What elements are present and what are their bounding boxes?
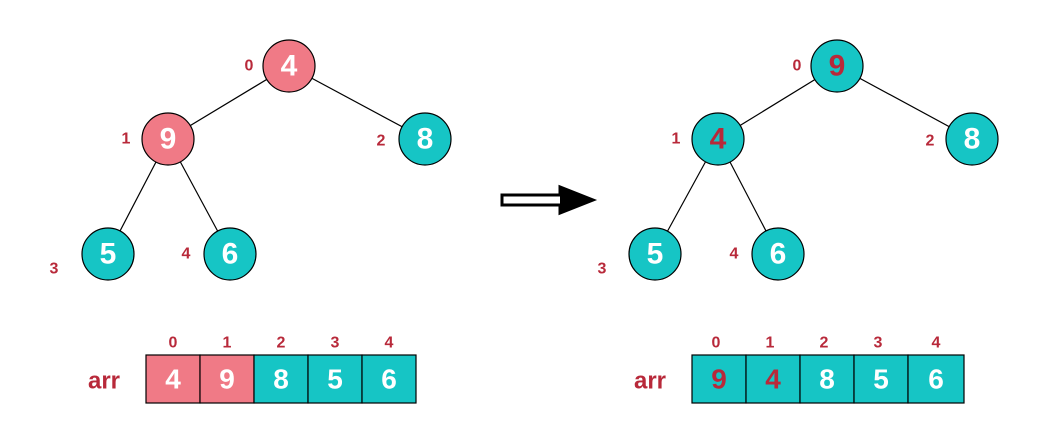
array-index-label: 4 (385, 335, 394, 352)
array-cell (145, 354, 201, 404)
node-index-label: 4 (730, 246, 739, 263)
array-cell (199, 354, 255, 404)
array-index-label: 0 (169, 335, 178, 352)
array-index-label: 2 (277, 335, 286, 352)
node-circle (628, 227, 682, 281)
array-index-label: 3 (874, 335, 883, 352)
node-circle (203, 227, 257, 281)
tree-node-3: 5 3 (50, 227, 135, 281)
tree-node-1: 9 1 (122, 112, 195, 166)
array-label: arr (88, 368, 120, 395)
node-circle (691, 112, 745, 166)
node-index-label: 1 (672, 131, 681, 148)
node-index-label: 0 (245, 58, 254, 75)
array-cell-value: 6 (928, 364, 944, 395)
array-cell-value: 9 (219, 364, 235, 395)
tree-node-2: 8 2 (377, 112, 452, 166)
array-cell-value: 6 (381, 364, 397, 395)
node-index-label: 1 (122, 131, 131, 148)
left-tree: 4 0 9 1 8 2 5 3 6 4 (50, 39, 452, 281)
node-index-label: 3 (598, 261, 607, 278)
tree-node-4: 6 4 (730, 227, 805, 281)
node-circle (262, 39, 316, 93)
array-index-label: 4 (932, 335, 941, 352)
array-cell (253, 354, 309, 404)
node-value: 9 (829, 50, 846, 83)
node-circle (398, 112, 452, 166)
node-circle (751, 227, 805, 281)
array-cell-value: 4 (765, 364, 781, 395)
array-index-label: 2 (820, 335, 829, 352)
node-index-label: 4 (182, 246, 191, 263)
array-cell (307, 354, 363, 404)
array-cell-value: 8 (273, 364, 289, 395)
array-cell-value: 5 (327, 364, 343, 395)
node-value: 8 (964, 123, 981, 156)
node-index-label: 3 (50, 261, 59, 278)
node-circle (945, 112, 999, 166)
array-index-label: 3 (331, 335, 340, 352)
node-value: 4 (710, 123, 727, 156)
left-array: arr 0 1 2 3 4 4 9 8 5 6 (88, 335, 417, 404)
node-value: 6 (770, 238, 787, 271)
array-index-label: 1 (223, 335, 232, 352)
array-cell-value: 5 (873, 364, 889, 395)
node-circle (810, 39, 864, 93)
array-cell (745, 354, 801, 404)
array-cell-value: 4 (165, 364, 181, 395)
node-index-label: 0 (793, 58, 802, 75)
array-cell-value: 8 (819, 364, 835, 395)
array-cell (853, 354, 909, 404)
array-label: arr (634, 368, 666, 395)
node-value: 6 (222, 238, 239, 271)
node-circle (81, 227, 135, 281)
node-value: 4 (281, 50, 298, 83)
array-cell (361, 354, 417, 404)
array-cell (799, 354, 855, 404)
right-array: arr 0 1 2 3 4 9 4 8 5 6 (634, 335, 965, 404)
node-value: 5 (100, 238, 117, 271)
tree-node-1: 4 1 (672, 112, 745, 166)
right-arrow-icon (500, 184, 598, 216)
array-index-label: 1 (766, 335, 775, 352)
tree-node-4: 6 4 (182, 227, 257, 281)
node-value: 8 (417, 123, 434, 156)
array-index-label: 0 (712, 335, 721, 352)
tree-node-0: 9 0 (793, 39, 864, 93)
node-index-label: 2 (926, 133, 935, 150)
node-index-label: 2 (377, 133, 386, 150)
node-value: 9 (160, 123, 177, 156)
right-tree: 9 0 4 1 8 2 5 3 6 4 (598, 39, 999, 281)
array-cell (907, 354, 965, 404)
array-cell-value: 9 (711, 364, 727, 395)
node-circle (141, 112, 195, 166)
tree-node-0: 4 0 (245, 39, 316, 93)
tree-node-3: 5 3 (598, 227, 682, 281)
node-value: 5 (647, 238, 664, 271)
tree-node-2: 8 2 (926, 112, 999, 166)
